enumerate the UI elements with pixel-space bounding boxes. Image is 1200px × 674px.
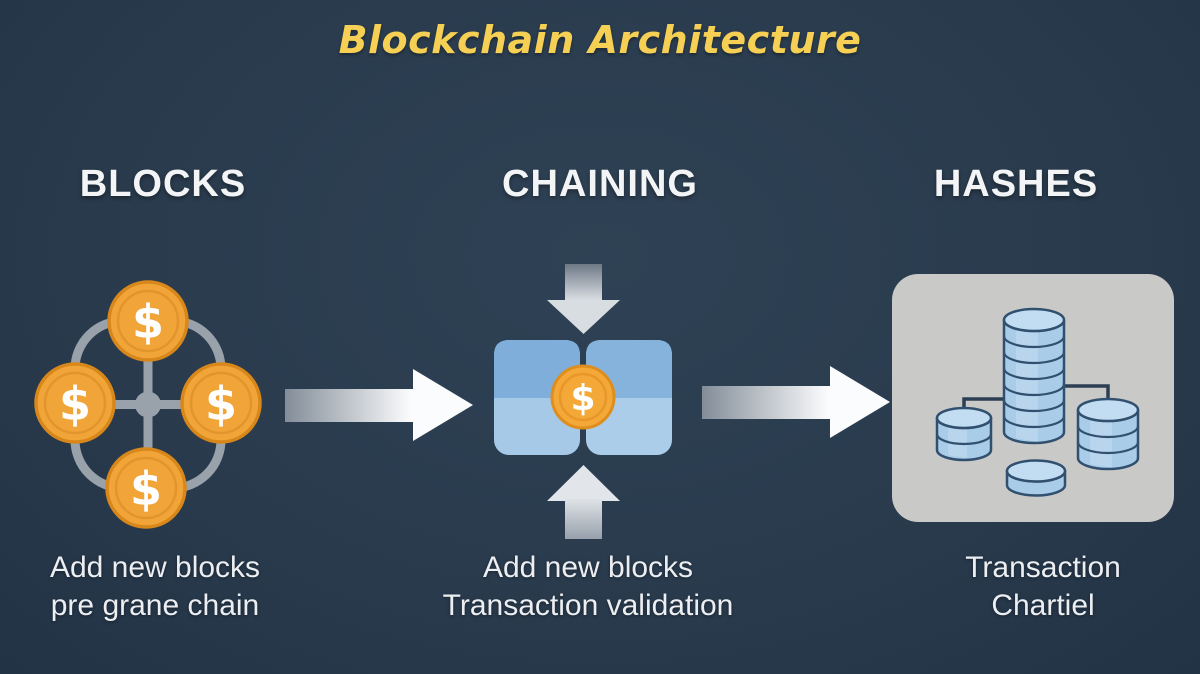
caption-line: Add new blocks [49,551,261,584]
svg-text:$: $ [132,295,164,349]
caption-line: Chartiel [991,589,1095,622]
caption-blocks: Add new blocks pre grane chain [50,549,260,625]
caption-line: pre grane chain [50,589,260,622]
down-arrow-icon [547,264,620,334]
page-title: Blockchain Architecture [338,18,862,62]
section-heading-hashes: HASHES [933,163,1099,205]
right-arrow-icon [285,369,473,441]
database-stacks-icon [892,274,1174,522]
caption-hashes: Transaction Chartiel [965,549,1121,625]
linked-blocks-icon: $ [494,264,672,539]
svg-text:$: $ [205,377,237,431]
section-heading-blocks: BLOCKS [79,163,247,205]
chained-block-pair [494,340,672,455]
dollar-coin-icon: $ [107,280,189,362]
network-hub-node [135,391,161,418]
section-heading-chaining: CHAINING [502,163,698,205]
dollar-coin-icon: $ [180,362,262,444]
svg-text:$: $ [570,378,595,419]
database-cylinder [1005,459,1067,497]
caption-line: Add new blocks [482,551,694,584]
database-cylinder [935,406,993,462]
coins-network-icon: $ $ $ $ [34,280,262,529]
dollar-coin-icon: $ [550,364,616,430]
svg-text:$: $ [130,462,162,516]
caption-chaining: Add new blocks Transaction validation [443,549,734,625]
caption-line: Transaction [965,551,1121,584]
database-cylinder [1076,397,1140,471]
caption-line: Transaction validation [442,589,734,622]
database-cylinder [1002,307,1066,445]
right-arrow-icon [702,366,890,438]
up-arrow-icon [547,465,620,539]
dollar-coin-icon: $ [34,362,116,444]
svg-text:$: $ [59,377,91,431]
dollar-coin-icon: $ [105,447,187,529]
